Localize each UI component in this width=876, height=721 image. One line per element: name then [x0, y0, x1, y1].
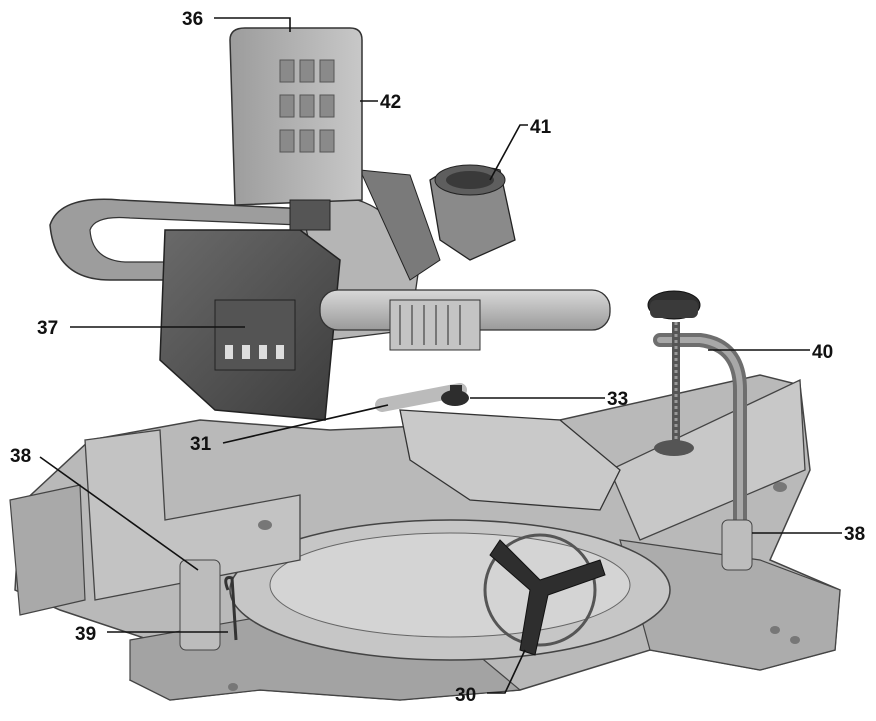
callout-39: 39: [75, 624, 228, 645]
callout-label: 36: [182, 9, 203, 30]
left-storage-post: [179, 559, 238, 651]
callout-label: 30: [455, 685, 476, 706]
callout-label: 37: [37, 318, 58, 339]
callout-label: 31: [190, 434, 212, 455]
callout-label: 38: [844, 524, 865, 545]
callout-38-left: 38: [10, 446, 199, 571]
callout-label: 41: [530, 117, 552, 138]
saw-head: [49, 164, 621, 656]
saw-base: [9, 374, 841, 701]
callout-37: 37: [37, 318, 245, 339]
callout-label: 38: [10, 446, 31, 467]
callout-38-right: 38: [752, 524, 865, 545]
workpiece-clamp: [647, 290, 753, 571]
callout-41: 41: [489, 117, 552, 181]
callout-33: 33: [470, 389, 628, 410]
callout-42: 42: [360, 92, 401, 113]
callout-label: 33: [607, 389, 628, 410]
battery-pack: [229, 27, 363, 231]
callout-36: 36: [182, 9, 291, 32]
callout-30: 30: [455, 649, 526, 706]
callout-label: 40: [812, 342, 833, 363]
callout-label: 42: [380, 92, 401, 113]
callout-40: 40: [708, 342, 833, 363]
callout-label: 39: [75, 624, 96, 645]
callout-31: 31: [190, 404, 389, 455]
